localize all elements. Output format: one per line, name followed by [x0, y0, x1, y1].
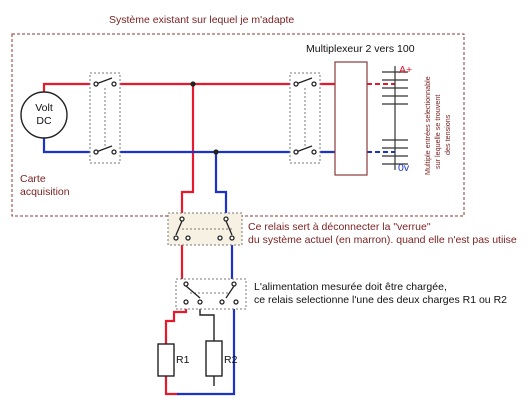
system-relay-linkages	[104, 88, 306, 148]
resistor-r2	[205, 340, 223, 377]
system-relays	[89, 72, 321, 164]
card-label-line2: acquisition	[20, 186, 70, 198]
voltmeter-dc	[20, 91, 68, 139]
relay2-note-line1: L'alimentation mesurée doit être chargée…	[254, 281, 447, 293]
multiplexer-rail	[382, 66, 408, 170]
label-0v: 0v	[398, 162, 410, 174]
multiplexer-block	[334, 61, 368, 176]
system-title: Système existant sur lequel je m'adapte	[109, 14, 294, 26]
resistor-r1-label: R1	[176, 354, 190, 366]
resistor-r1	[157, 343, 175, 377]
system-relay-contacts	[93, 77, 317, 155]
mux-side-note-line1: Multiple entrées selectionnable	[423, 76, 432, 175]
mux-side-note-line2: sur lequelle se trouvent	[433, 95, 442, 169]
existing-system-boundary	[11, 33, 465, 217]
mux-side-note: Multiple entrées selectionnable sur lequ…	[423, 76, 452, 175]
resistor-r2-label: R2	[224, 354, 238, 366]
relay1-note-line1: Ce relais sert à déconnecter la "verrue"	[248, 221, 431, 233]
junction-negative	[213, 149, 219, 155]
multiplexer-title: Multiplexeur 2 vers 100	[306, 43, 415, 55]
voltmeter-label-dc: DC	[36, 115, 52, 127]
relay1-note-line2: du système actuel (en marron). quand ell…	[248, 234, 517, 246]
card-label-line1: Carte	[20, 173, 46, 185]
relay-disconnect-contacts	[173, 216, 235, 241]
load-r2-wiring	[199, 306, 215, 386]
label-a-plus: A+	[399, 64, 412, 76]
junction-positive	[190, 81, 196, 87]
relay2-note-line2: ce relais selectionne l'une des deux cha…	[254, 294, 507, 306]
relay-load-select-contacts	[183, 281, 239, 305]
voltmeter-label-volt: Volt	[35, 102, 53, 114]
mux-side-note-line3: des tensions	[443, 114, 452, 155]
negative-wires	[42, 127, 337, 396]
